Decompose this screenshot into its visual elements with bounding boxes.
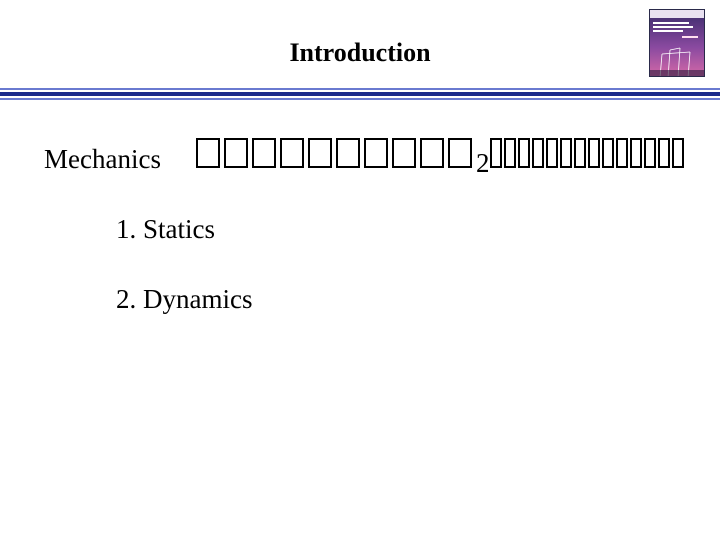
list-item-statics: 1. Statics [116,214,215,244]
missing-glyph-icon [364,138,388,168]
missing-glyph-icon [546,138,558,168]
missing-glyph-icon [560,138,572,168]
missing-glyph-icon [308,138,332,168]
missing-glyph-icon [616,138,628,168]
missing-glyph-icon [504,138,516,168]
missing-glyph-icon [420,138,444,168]
missing-glyph-icon [644,138,656,168]
missing-glyph-icon [336,138,360,168]
missing-glyph-icon [196,138,220,168]
title-rule-thin-bottom [0,98,720,100]
textbook-cover-image [649,9,705,77]
mechanics-label: Mechanics [44,144,161,174]
missing-glyph-icon [490,138,502,168]
missing-glyph-icon [630,138,642,168]
missing-glyph-icon [252,138,276,168]
textbook-cover-icon [650,10,704,76]
missing-glyph-icon [574,138,586,168]
missing-glyph-icon [518,138,530,168]
missing-glyph-icon [658,138,670,168]
missing-glyph-icon [224,138,248,168]
missing-glyph-icon [532,138,544,168]
missing-glyph-icon [448,138,472,168]
missing-glyph-icon [602,138,614,168]
slide-title: Introduction [289,38,431,67]
missing-glyph-run-2 [490,138,686,168]
missing-glyph-icon [392,138,416,168]
missing-glyph-icon [672,138,684,168]
title-rule-thick [0,92,720,96]
list-item-dynamics: 2. Dynamics [116,284,253,314]
missing-glyph-icon [588,138,600,168]
missing-glyph-run-1 [196,138,476,168]
missing-glyph-icon [280,138,304,168]
title-rule-thin [0,88,720,90]
glyph-marker: 2 [476,148,490,178]
